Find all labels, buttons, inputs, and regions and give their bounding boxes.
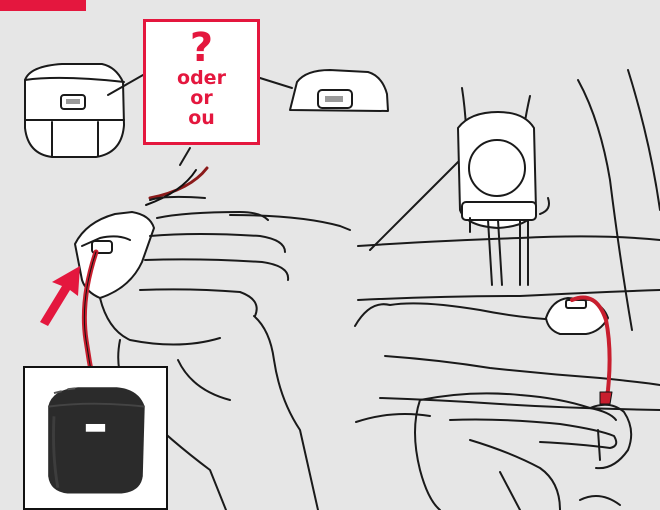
sensor-housing-short-icon [290,70,388,111]
sensor-photo-inset [23,366,168,510]
question-mark-icon: ? [146,28,257,68]
magnet-spoke-clip-icon [458,112,549,285]
callout-word-de: oder [146,68,257,88]
callout-word-en: or [146,88,257,108]
insert-arrow-icon [40,266,80,326]
option-callout-box: ? oder or ou [143,19,260,145]
hand-tightening-tie [415,393,631,510]
sensor-housing-tall-icon [25,64,124,157]
callout-word-fr: ou [146,108,257,128]
dark-sensor-icon [25,368,165,507]
